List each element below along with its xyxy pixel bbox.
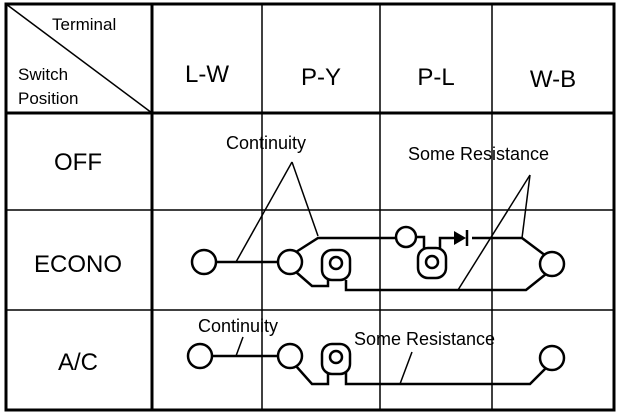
row-label-econo: ECONO	[34, 251, 122, 278]
column-header-p-l: P-L	[417, 64, 454, 91]
annotation-some-resistance-ac: Some Resistance	[354, 329, 495, 349]
econo-wire-to-diode	[438, 236, 454, 248]
ac-terminal-l-w	[186, 342, 214, 370]
econo-terminal-p-y	[276, 248, 304, 276]
column-header-l-w: L-W	[185, 61, 229, 88]
leader-resistance-to-upper-wire	[521, 174, 531, 239]
leader-ac-resistance	[399, 351, 413, 385]
ac-bulb-filament-p-y	[328, 349, 344, 365]
ac-lower-wire	[344, 367, 547, 386]
table-grid	[4, 2, 616, 412]
table-border	[4, 2, 616, 412]
econo-circuit	[190, 225, 566, 292]
corner-position-label: Position	[18, 89, 78, 108]
econo-upper-wire-right	[472, 236, 547, 257]
econo-upper-wire-left	[295, 236, 398, 254]
row-label-off: OFF	[54, 149, 102, 176]
corner-switch-label: Switch	[18, 65, 68, 84]
annotation-continuity-ac: Continuity	[198, 316, 278, 336]
ac-indicator-bulb-p-y	[320, 342, 352, 376]
econo-bulb-filament-p-l	[424, 254, 440, 270]
annotation-continuity-off: Continuity	[226, 133, 306, 153]
annotation-leaders	[235, 161, 531, 385]
econo-indicator-bulb-p-y	[320, 248, 352, 282]
econo-terminal-w-b	[538, 250, 566, 278]
ac-lower-wire-left	[295, 365, 330, 386]
econo-upper-wire-to-pl-bulb	[416, 235, 426, 248]
ac-circuit	[186, 342, 566, 386]
econo-lower-wire	[344, 273, 547, 292]
leader-continuity-to-p-y	[291, 161, 319, 237]
econo-diode-icon	[454, 230, 469, 246]
econo-lower-wire-left	[295, 271, 330, 288]
column-header-p-y: P-Y	[301, 64, 341, 91]
econo-indicator-bulb-p-l	[416, 246, 448, 280]
leader-ac-continuity	[235, 336, 244, 357]
econo-terminal-l-w	[190, 248, 218, 276]
row-label-ac: A/C	[58, 349, 98, 376]
leader-continuity-to-l-w	[235, 161, 293, 263]
annotation-some-resistance-off: Some Resistance	[408, 144, 549, 164]
econo-terminal-p-l-upper	[394, 225, 418, 249]
corner-diagonal	[5, 3, 153, 114]
ac-terminal-p-y	[276, 342, 304, 370]
econo-bulb-filament-p-y	[328, 255, 344, 271]
leader-resistance-to-lower-wire	[457, 174, 531, 291]
corner-terminal-label: Terminal	[52, 15, 116, 34]
ac-terminal-w-b	[538, 344, 566, 372]
column-header-w-b: W-B	[530, 66, 576, 93]
